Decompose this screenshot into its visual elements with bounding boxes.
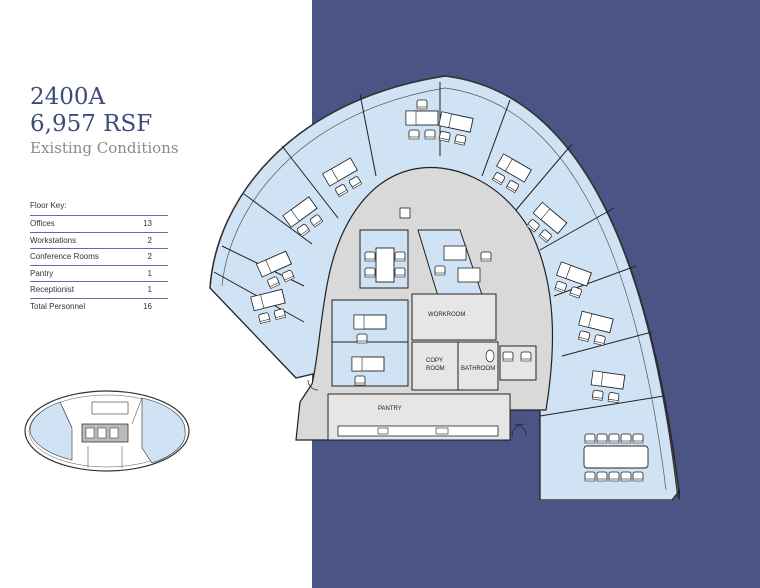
workstation-cluster <box>434 245 492 283</box>
office-partition <box>359 93 377 177</box>
appliance-icon <box>435 427 449 435</box>
conference-table-small <box>364 247 406 283</box>
floor-key-value: 16 <box>143 301 152 311</box>
reception-chair <box>520 351 532 362</box>
suite-area: 6,957 RSF <box>30 111 153 137</box>
reception-desk-area <box>499 345 537 381</box>
building-facade <box>209 75 679 499</box>
floor-key-value: 1 <box>147 285 152 294</box>
floor-key-title: Floor Key: <box>30 201 67 210</box>
suite-number: 2400A <box>30 84 106 110</box>
floor-key-label: Receptionist <box>30 285 75 294</box>
office-partition <box>539 207 615 251</box>
conference-table-large <box>583 433 649 482</box>
key-plan-elevator <box>97 427 107 439</box>
office-partition <box>561 331 653 357</box>
floor-key-table: Floor Key: Offices 13 Workstations 2 Con… <box>30 200 168 314</box>
floor-key-row: Conference Rooms 2 <box>30 248 168 265</box>
floor-key-label: Offices <box>30 219 55 228</box>
floor-key-value: 2 <box>147 235 152 245</box>
floor-key-row: Receptionist 1 <box>30 281 168 298</box>
office-partition <box>539 395 665 417</box>
door-swing <box>513 423 527 437</box>
column-marker <box>399 207 411 219</box>
copy-room <box>411 341 459 391</box>
key-plan-elevator <box>85 427 95 439</box>
reception-chair <box>502 351 514 362</box>
floor-key-label: Workstations <box>30 235 77 245</box>
suite-title: 2400A 6,957 RSF <box>30 84 152 138</box>
key-plan-elevator <box>109 427 119 439</box>
suite-subtitle: Existing Conditions <box>30 139 179 157</box>
floor-key-row: Workstations 2 <box>30 231 168 249</box>
office-partition <box>515 143 573 211</box>
floor-key-value: 2 <box>147 252 152 261</box>
room-label-pantry: PANTRY <box>378 406 402 412</box>
key-plan-core-top <box>91 401 129 415</box>
floor-key-row: Total Personnel 16 <box>30 297 168 315</box>
floor-key-value: 1 <box>147 268 152 278</box>
pantry-counter <box>337 425 499 437</box>
door-swing <box>511 423 525 437</box>
door-swing <box>307 379 319 391</box>
floor-key-label: Total Personnel <box>30 301 86 311</box>
key-plan-wall <box>131 397 143 425</box>
office-partition <box>281 145 339 219</box>
key-plan-highlight-east <box>141 397 186 464</box>
office-partition <box>481 99 511 177</box>
room-label-copy: COPY <box>426 358 443 364</box>
office-partition <box>553 265 637 297</box>
workroom <box>411 293 497 341</box>
key-plan-map <box>24 390 190 472</box>
floor-key-label: Pantry <box>30 268 54 278</box>
office-partition <box>243 193 313 245</box>
facade-inner-line <box>221 87 667 491</box>
room-label-room: ROOM <box>426 366 445 372</box>
floor-key-row: Offices 13 <box>30 215 168 232</box>
floor-key-label: Conference Rooms <box>30 252 99 261</box>
toilet-icon <box>485 349 495 363</box>
floor-plan: WORKROOM COPY ROOM BATHROOM PANTRY <box>209 75 680 500</box>
floor-key-row: Pantry 1 <box>30 264 168 282</box>
sink-icon <box>377 427 389 435</box>
floor-key-value: 13 <box>143 219 152 228</box>
room-label-bathroom: BATHROOM <box>461 366 495 372</box>
key-plan-highlight-west <box>29 401 73 461</box>
key-plan-wall <box>59 401 73 429</box>
room-label-workroom: WORKROOM <box>428 312 465 318</box>
